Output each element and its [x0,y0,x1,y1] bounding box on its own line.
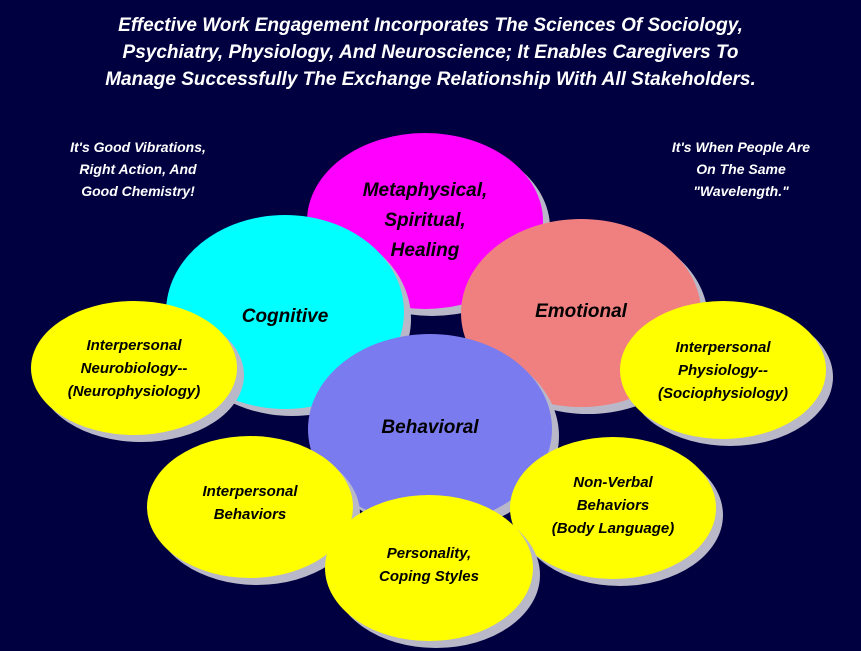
circle-physiology: Interpersonal Physiology-- (Sociophysiol… [620,301,826,439]
left-note-line-2: Right Action, And [79,161,197,177]
left-note-line-3: Good Chemistry! [81,183,195,199]
circle-physiology-line-2: Physiology-- [677,361,768,379]
right-note: It's When People Are On The Same "Wavele… [621,136,861,202]
left-note-line-1: It's Good Vibrations, [70,139,206,155]
right-note-line-3: "Wavelength." [693,183,789,199]
title-line-1: Effective Work Engagement Incorporates T… [118,15,743,36]
circle-physiology-line-1: Interpersonal [675,338,771,356]
circle-personality-line-2: Coping Styles [378,568,479,585]
circle-metaphysical-line-1: Metaphysical, [362,180,488,201]
circle-nonverbal: Non-Verbal Behaviors (Body Language) [510,437,716,579]
title-line-3: Manage Successfully The Exchange Relatio… [105,69,756,90]
circle-metaphysical-line-3: Healing [390,240,460,261]
circle-cognitive-line-1: Cognitive [241,306,329,327]
diagram-title: Effective Work Engagement Incorporates T… [0,12,861,93]
circle-physiology-line-3: (Sociophysiology) [657,384,788,402]
circle-behavioral-line-1: Behavioral [381,417,479,438]
right-note-line-1: It's When People Are [671,139,811,155]
circle-neurobiology-line-1: Interpersonal [86,336,182,354]
circle-nonverbal-line-2: Behaviors [576,496,650,514]
circle-neurobiology-line-2: Neurobiology-- [80,359,188,377]
circle-interpersonal-behaviors: Interpersonal Behaviors [147,436,353,578]
circle-behaviors-line-1: Interpersonal [202,483,298,500]
circle-emotional-line-1: Emotional [535,301,627,322]
circle-metaphysical-line-2: Spiritual, [384,210,466,231]
circle-personality-line-1: Personality, [386,545,472,562]
circle-neurobiology-line-3: (Neurophysiology) [67,382,201,400]
circle-personality: Personality, Coping Styles [325,495,533,641]
right-note-line-2: On The Same [696,161,786,177]
circle-behaviors-line-2: Behaviors [213,506,287,523]
title-line-2: Psychiatry, Physiology, And Neuroscience… [122,42,739,63]
left-note: It's Good Vibrations, Right Action, And … [18,136,258,202]
circle-neurobiology: Interpersonal Neurobiology-- (Neurophysi… [31,301,237,435]
circle-nonverbal-line-3: (Body Language) [551,519,675,537]
circle-nonverbal-line-1: Non-Verbal [573,473,653,491]
